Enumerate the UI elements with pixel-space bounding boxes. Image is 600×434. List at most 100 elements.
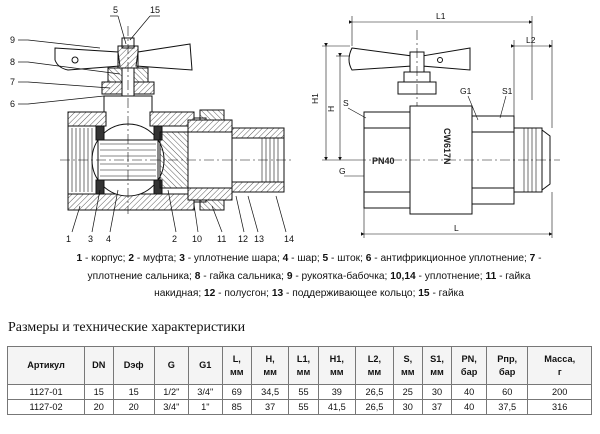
legend-number: 11 [485, 270, 497, 282]
callout-5: 5 [113, 5, 118, 15]
callout-11: 11 [217, 234, 226, 244]
column-header: S,мм [392, 346, 423, 385]
callout-4: 4 [106, 234, 111, 244]
table-cell: 39 [317, 384, 357, 400]
callout-13: 13 [254, 234, 264, 244]
table-cell: 26,5 [355, 384, 394, 400]
table-cell: 1127-01 [6, 384, 86, 400]
callout-6: 6 [10, 99, 15, 109]
legend-number: 15 [418, 288, 430, 299]
dim-g: G [339, 166, 346, 176]
column-header: L2,мм [355, 346, 394, 385]
legend-number: 8 [194, 270, 201, 282]
table-cell: 1" [187, 399, 223, 415]
marking-pn: PN40 [372, 156, 395, 166]
legend-number: 5 [322, 253, 329, 264]
callout-3: 3 [88, 234, 93, 244]
column-header: H,мм [250, 346, 290, 385]
table-cell: 37,5 [485, 399, 529, 415]
dim-s1: S1 [502, 86, 513, 96]
column-header: L,мм [221, 346, 252, 385]
table-cell: 60 [485, 384, 529, 400]
dim-h1: H1 [310, 93, 320, 104]
legend-text: - гайка [429, 288, 464, 299]
callout-10: 10 [192, 234, 202, 244]
legend-number: 9 [286, 270, 293, 282]
legend-text: - муфта; [134, 253, 180, 264]
column-header: G [153, 346, 189, 385]
dimension-labels: L1 L L2 H1 H S G G1 S1 [310, 11, 536, 233]
table-cell: 34,5 [250, 384, 290, 400]
column-header: G1 [187, 346, 223, 385]
table-cell: 20 [84, 399, 114, 415]
table-cell: 41,5 [317, 399, 357, 415]
legend-text: - полусгон; [215, 288, 272, 299]
column-header: PN,бар [451, 346, 487, 385]
table-cell: 69 [221, 384, 252, 400]
callout-14: 14 [284, 234, 294, 244]
legend-text: - корпус; [82, 253, 129, 264]
callout-15: 15 [150, 5, 160, 15]
callout-2: 2 [172, 234, 177, 244]
legend-text: - шар; [288, 253, 323, 264]
callout-1: 1 [66, 234, 71, 244]
legend-text: - поддерживающее кольцо; [283, 288, 419, 299]
table-cell: 40 [451, 399, 487, 415]
table-cell: 15 [84, 384, 114, 400]
dim-s: S [343, 98, 349, 108]
column-header: Dэф [112, 346, 155, 385]
table-cell: 30 [392, 399, 423, 415]
dim-l2: L2 [526, 35, 536, 45]
column-header: DN [84, 346, 114, 385]
legend-text: - антифрикционное уплотнение; [371, 253, 530, 264]
callout-8: 8 [10, 57, 15, 67]
table-cell: 1127-02 [6, 399, 86, 415]
callout-7: 7 [10, 77, 15, 87]
dim-l1: L1 [436, 11, 446, 21]
legend-number: 12 [204, 288, 216, 299]
legend-number: 2 [128, 253, 134, 264]
legend-number: 13 [271, 288, 284, 299]
legend-number: 7 [529, 253, 536, 264]
dim-h: H [326, 106, 336, 112]
column-header: Артикул [6, 346, 86, 385]
section-title: Размеры и технические характеристики [8, 320, 246, 335]
parts-legend: 1 - корпус; 2 - муфта; 3 - уплотнение ша… [74, 250, 544, 303]
legend-text: - гайка сальника; [200, 270, 287, 282]
dim-g1: G1 [460, 86, 472, 96]
table-cell: 200 [527, 384, 592, 400]
table-cell: 26,5 [355, 399, 394, 415]
table-cell: 25 [392, 384, 423, 400]
column-header: Pпр,бар [485, 346, 529, 385]
legend-number: 10,14 [390, 270, 416, 282]
column-header: H1,мм [317, 346, 357, 385]
legend-text: - шток; [328, 253, 366, 264]
legend-text: - уплотнение; [415, 270, 486, 282]
table-cell: 85 [221, 399, 252, 415]
legend-text: - рукоятка-бабочка; [292, 270, 391, 282]
table-cell: 30 [421, 384, 453, 400]
legend-number: 4 [282, 253, 289, 264]
table-cell: 1/2" [153, 384, 189, 400]
legend-number: 3 [179, 253, 185, 264]
table-cell: 3/4" [187, 384, 223, 400]
legend-number: 1 [76, 253, 83, 264]
section-view [18, 15, 292, 233]
column-header: Масса,г [527, 346, 592, 385]
external-view [322, 16, 560, 238]
callout-12: 12 [238, 234, 248, 244]
callout-labels: 9 8 7 6 5 15 1 3 4 2 10 11 12 13 14 [10, 5, 294, 244]
legend-number: 6 [365, 253, 372, 264]
marking-cw: CW617N [442, 128, 452, 165]
legend-text: - уплотнение сальника; [87, 253, 542, 282]
legend-text: - гайка накидная; [154, 270, 531, 300]
technical-drawing: 9 8 7 6 5 15 1 3 4 2 10 11 12 13 14 [10, 5, 560, 244]
table-cell: 40 [451, 384, 487, 400]
legend-text: - уплотнение шара; [184, 253, 283, 264]
dim-l: L [454, 223, 459, 233]
